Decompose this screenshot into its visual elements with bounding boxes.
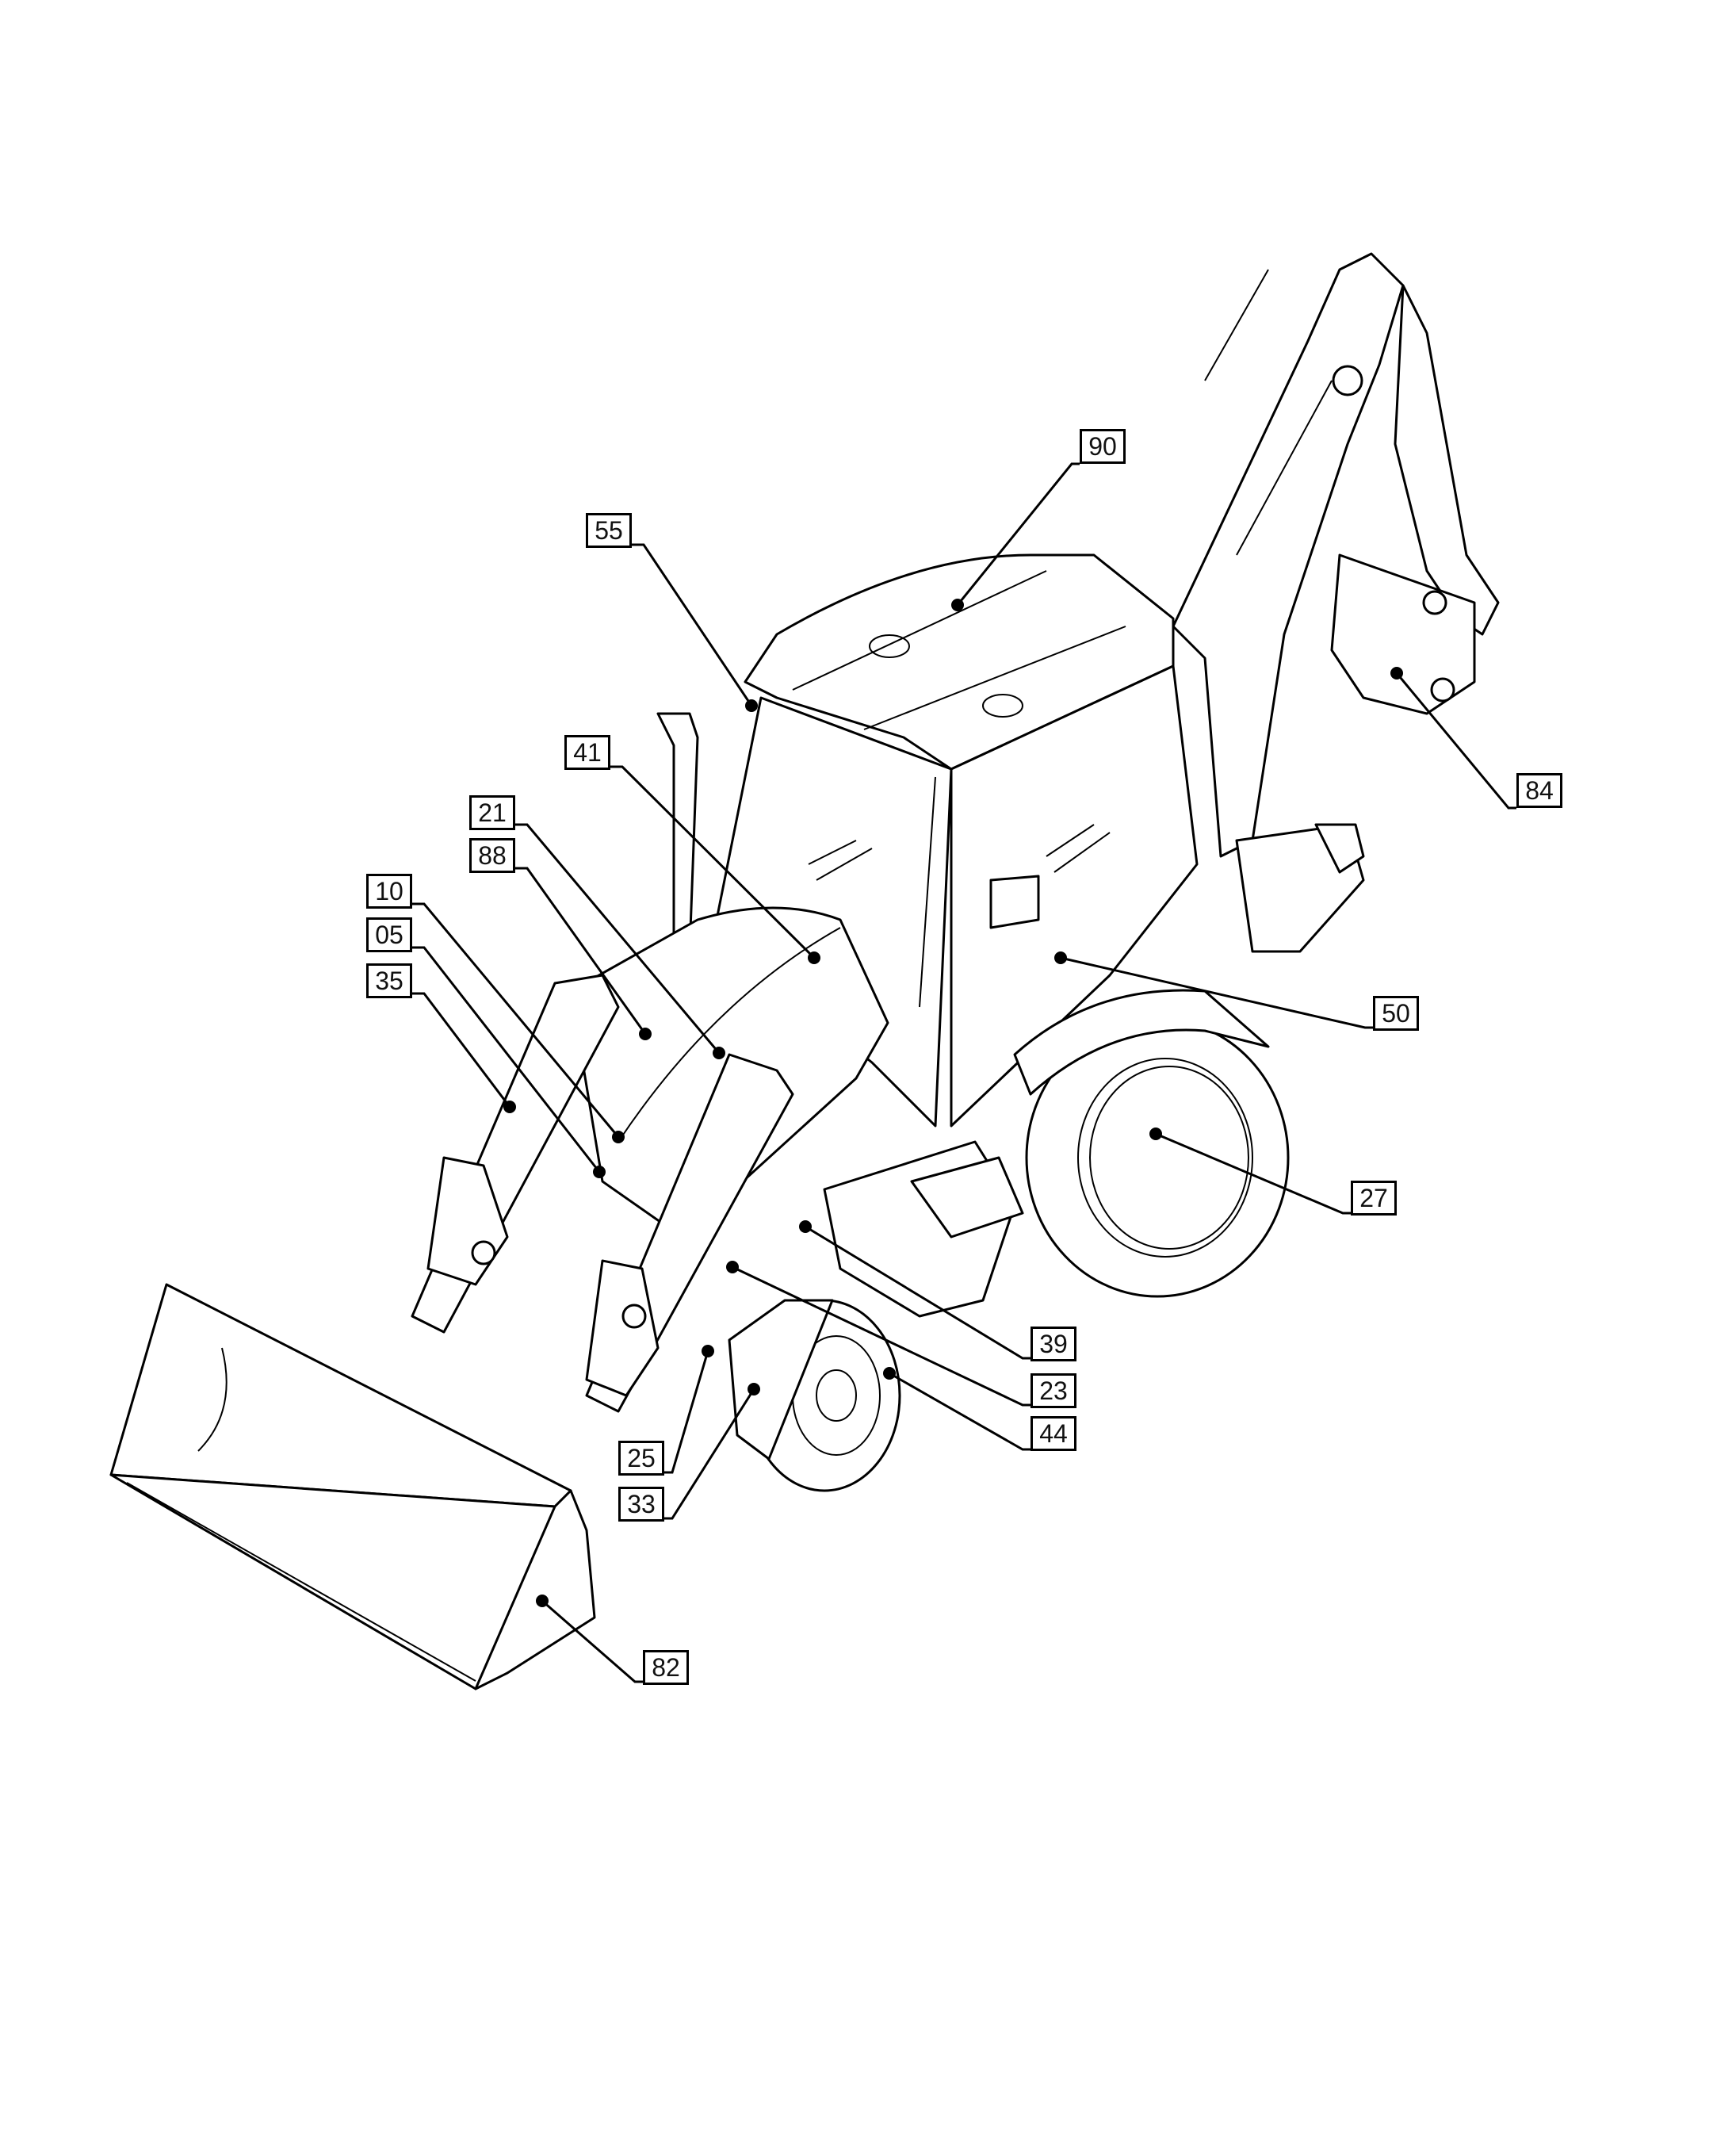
leader-line-05 <box>412 946 601 1173</box>
leader-line-82 <box>541 1599 643 1683</box>
callout-leaders <box>412 462 1516 1683</box>
anchor-dot-10 <box>612 1131 625 1143</box>
leader-line-90 <box>956 462 1080 606</box>
callout-82[interactable]: 82 <box>643 1650 689 1685</box>
callout-88[interactable]: 88 <box>469 838 515 873</box>
leader-line-21 <box>515 823 721 1054</box>
callout-41[interactable]: 41 <box>564 735 610 770</box>
callout-39[interactable]: 39 <box>1031 1327 1076 1361</box>
anchor-dot-27 <box>1149 1128 1162 1140</box>
callout-50[interactable]: 50 <box>1373 996 1419 1031</box>
anchor-dot-84 <box>1390 667 1403 680</box>
leader-line-25 <box>664 1350 709 1474</box>
anchor-dot-82 <box>536 1595 549 1607</box>
leader-line-84 <box>1395 672 1516 810</box>
leader-line-55 <box>632 543 753 706</box>
anchor-dot-25 <box>702 1345 714 1357</box>
callout-10[interactable]: 10 <box>366 874 412 909</box>
leader-line-88 <box>515 867 647 1035</box>
cab <box>712 553 1199 1128</box>
callout-25[interactable]: 25 <box>618 1441 664 1476</box>
anchor-dot-90 <box>951 599 964 611</box>
anchor-dot-33 <box>748 1383 760 1396</box>
callout-84[interactable]: 84 <box>1516 773 1562 808</box>
callout-90[interactable]: 90 <box>1080 429 1126 464</box>
exhaust-stack <box>656 712 699 953</box>
callout-33[interactable]: 33 <box>618 1487 664 1522</box>
backhoe-arm <box>1172 252 1500 858</box>
leader-line-27 <box>1155 1132 1351 1215</box>
anchor-dot-88 <box>639 1028 652 1040</box>
anchor-dot-35 <box>503 1101 516 1113</box>
anchor-dot-05 <box>593 1166 606 1178</box>
anchor-dot-55 <box>745 699 758 712</box>
anchor-dot-44 <box>883 1367 896 1380</box>
leader-line-41 <box>610 765 816 959</box>
callout-27[interactable]: 27 <box>1351 1181 1397 1216</box>
callout-44[interactable]: 44 <box>1031 1416 1076 1451</box>
front-wheel <box>728 1299 901 1492</box>
leader-line-33 <box>664 1388 755 1520</box>
rear-wheel <box>1013 989 1290 1298</box>
callout-55[interactable]: 55 <box>586 513 632 548</box>
leader-line-44 <box>889 1372 1031 1451</box>
anchor-dot-39 <box>799 1220 812 1233</box>
step-tank <box>823 1140 1024 1318</box>
anchor-dot-21 <box>713 1047 725 1059</box>
callout-23[interactable]: 23 <box>1031 1373 1076 1408</box>
callout-21[interactable]: 21 <box>469 795 515 830</box>
loader-bucket <box>109 1283 596 1690</box>
anchor-dot-50 <box>1054 951 1067 964</box>
callout-35[interactable]: 35 <box>366 963 412 998</box>
leader-line-39 <box>805 1225 1031 1360</box>
leader-line-10 <box>412 902 620 1138</box>
callout-05[interactable]: 05 <box>366 917 412 952</box>
leader-line-23 <box>732 1265 1031 1407</box>
leader-line-35 <box>412 992 511 1108</box>
anchor-dot-23 <box>726 1261 739 1273</box>
leader-line-50 <box>1060 956 1373 1029</box>
anchor-dot-41 <box>808 951 820 964</box>
loader-arms <box>411 974 794 1413</box>
rear-frame <box>1235 823 1365 953</box>
